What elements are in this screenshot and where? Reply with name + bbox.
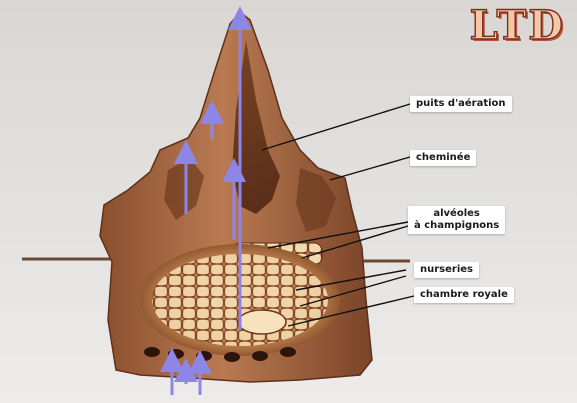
label-alveoles-line2: à champignons bbox=[414, 220, 499, 232]
royal-chamber bbox=[238, 310, 286, 334]
label-alveoles-line1: alvéoles bbox=[414, 208, 499, 220]
ltd-logo: LTD bbox=[470, 2, 565, 49]
label-puits-aeration: puits d'aération bbox=[410, 96, 512, 112]
label-chambre-royale: chambre royale bbox=[414, 287, 514, 303]
label-alveoles: alvéoles à champignons bbox=[408, 206, 505, 234]
label-nurseries: nurseries bbox=[414, 262, 479, 278]
label-cheminee: cheminée bbox=[410, 150, 476, 166]
